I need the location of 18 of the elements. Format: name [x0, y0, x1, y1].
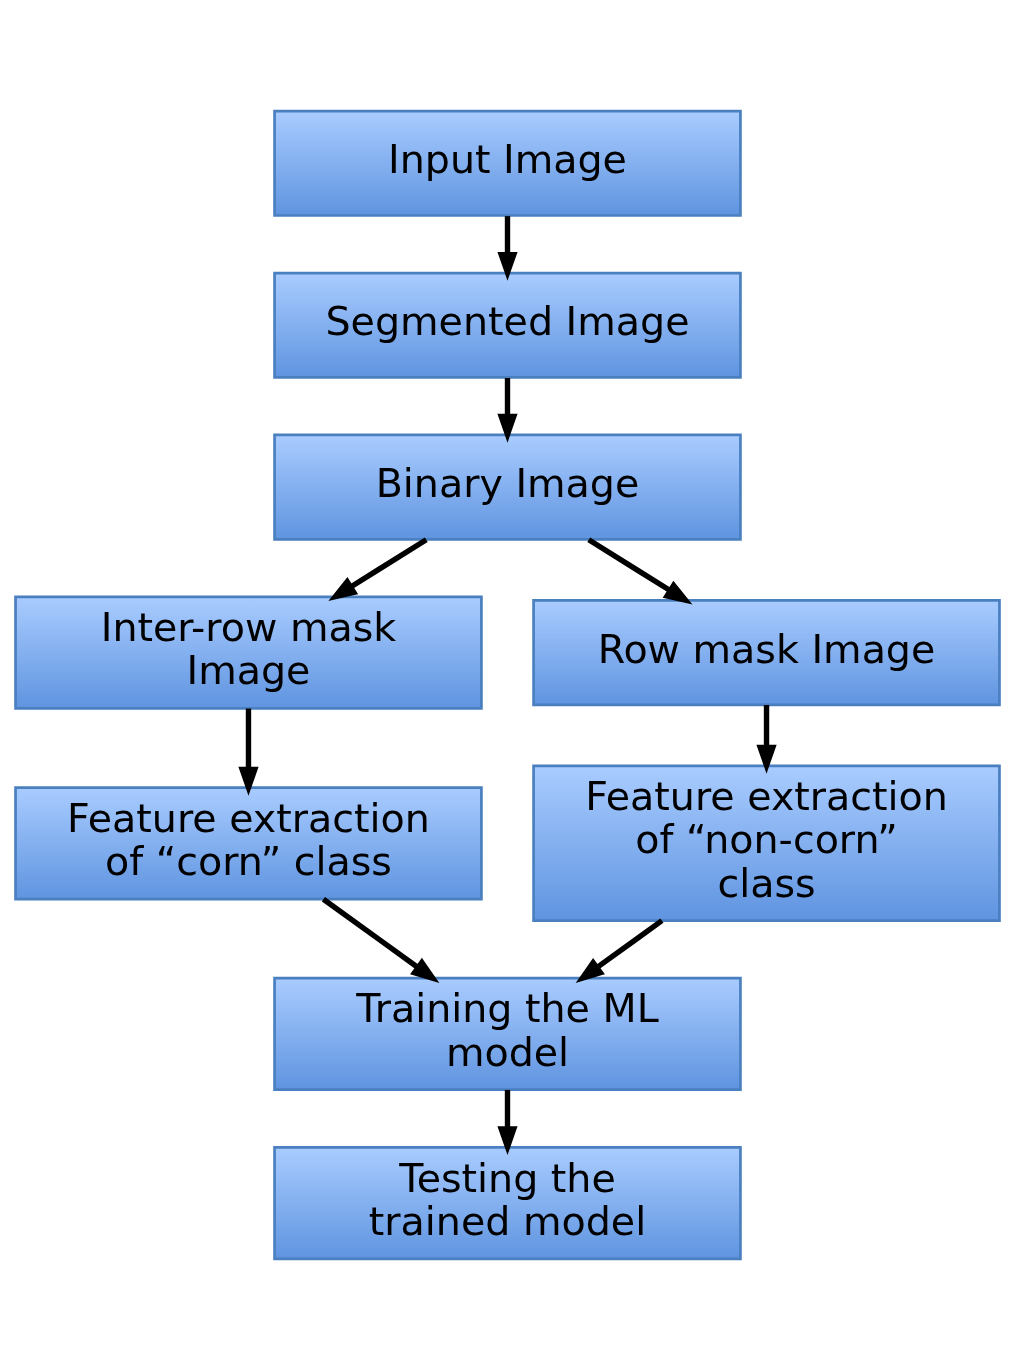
arrow — [756, 704, 777, 774]
node-box: Training the ML model — [273, 976, 742, 1091]
node-box: Binary Image — [273, 433, 742, 541]
arrow — [497, 215, 518, 281]
arrow — [497, 377, 518, 443]
arrow — [238, 708, 259, 796]
node-box: Feature extraction of “corn” class — [14, 785, 483, 900]
arrow — [321, 896, 440, 983]
node-box: Segmented Image — [273, 271, 742, 379]
node-box: Row mask Image — [532, 598, 1001, 706]
arrow — [497, 1089, 518, 1155]
node-box: Input Image — [273, 109, 742, 217]
arrow — [328, 536, 428, 601]
node-box: Testing the trained model — [273, 1145, 742, 1260]
node-box: Inter-row mask Image — [14, 595, 483, 710]
arrow — [587, 536, 693, 605]
arrow — [575, 917, 664, 983]
node-box: Feature extraction of “non-corn” class — [532, 764, 1001, 922]
